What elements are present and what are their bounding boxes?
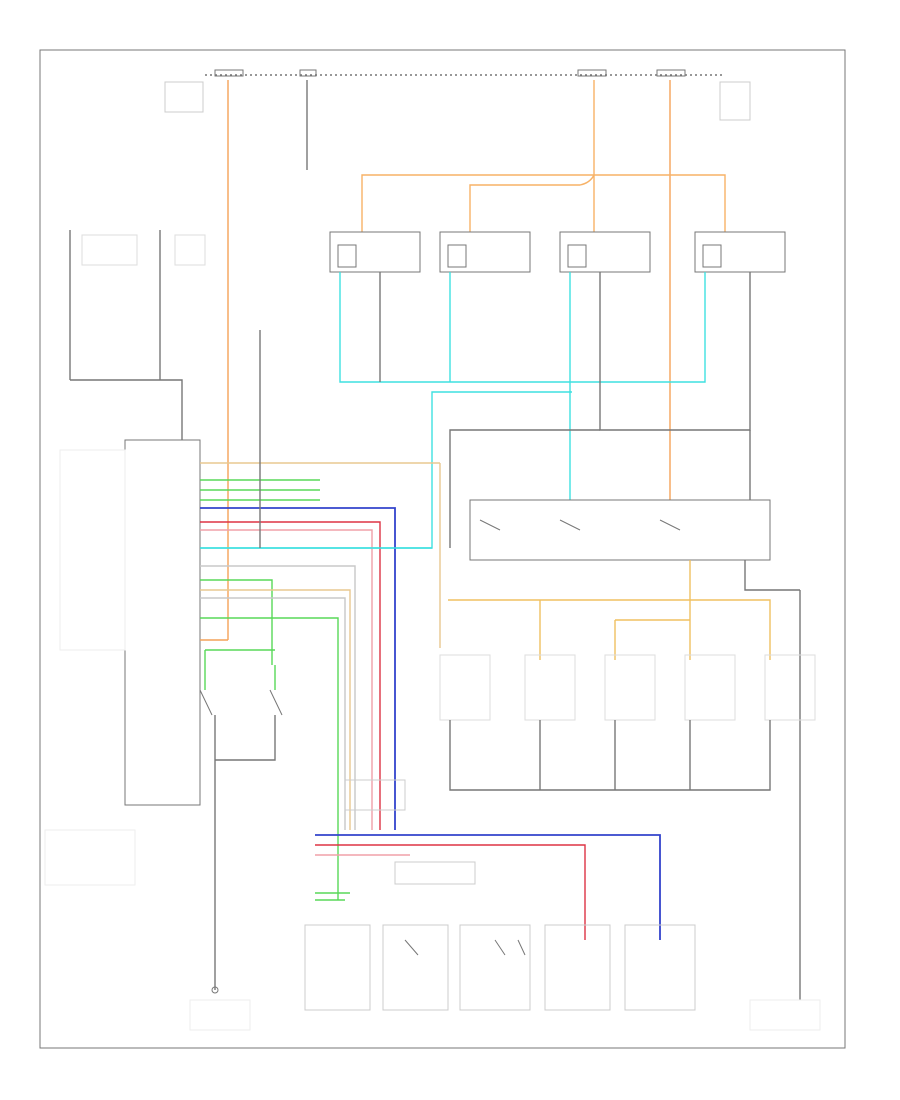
door-switches <box>199 649 283 990</box>
relay-feed-bus <box>361 174 726 232</box>
top-power-labels <box>164 69 751 121</box>
cyan-control-wires <box>200 272 706 549</box>
control-module <box>44 439 201 886</box>
lamp-switch-assembly <box>469 499 801 1000</box>
diagram-frame <box>39 49 846 1049</box>
relay-row <box>329 231 786 273</box>
lamp-switch-row <box>439 654 816 791</box>
connector-block <box>344 779 406 811</box>
lamp-feed-bus <box>448 560 771 660</box>
bottom-components <box>189 924 821 1031</box>
module-wires <box>200 330 441 900</box>
left-switches <box>69 230 206 440</box>
bottom-bus <box>315 834 661 940</box>
